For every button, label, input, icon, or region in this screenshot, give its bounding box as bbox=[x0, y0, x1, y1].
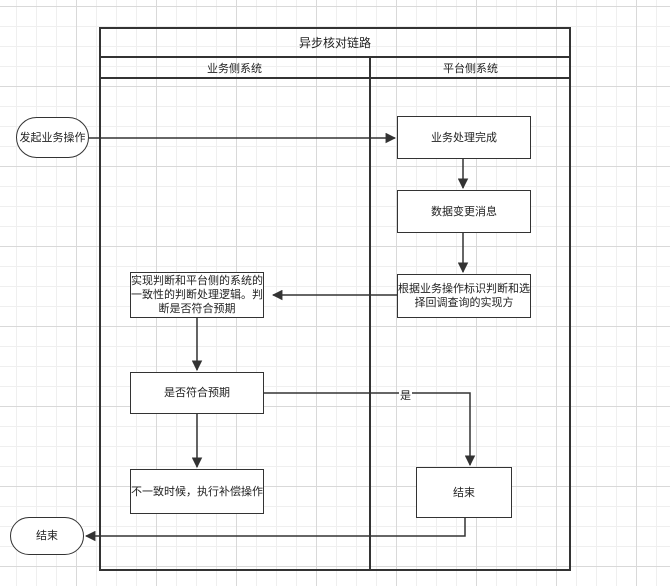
lane-header-business: 业务侧系统 bbox=[207, 62, 262, 75]
lane-divider bbox=[369, 57, 371, 571]
edge-label-yes: 是 bbox=[399, 387, 412, 403]
step-data-change-message: 数据变更消息 bbox=[397, 190, 531, 233]
check-text: 实现判断和平台侧的系统的 一致性的判断处理逻辑。判 断是否符合预期 bbox=[131, 274, 263, 315]
step-route-callback: 根据业务操作标识判断和选 择回调查询的实现方 bbox=[397, 274, 531, 318]
edge-decision-yes-to-end bbox=[264, 392, 476, 467]
pool-title: 异步核对链路 bbox=[298, 35, 371, 50]
lane-header-divider bbox=[99, 77, 571, 79]
end-business-terminal: 结束 bbox=[10, 517, 84, 555]
end-platform: 结束 bbox=[416, 467, 512, 518]
decision-as-expected: 是否符合预期 bbox=[130, 372, 264, 414]
step-business-done: 业务处理完成 bbox=[397, 116, 531, 159]
swimlane-pool bbox=[99, 27, 571, 571]
pool-title-divider bbox=[99, 56, 571, 58]
edge-end-to-business-end bbox=[84, 518, 466, 542]
lane-header-platform: 平台侧系统 bbox=[443, 62, 498, 75]
step-compensate: 不一致时候，执行补偿操作 bbox=[130, 469, 264, 514]
start-terminal: 发起业务操作 bbox=[16, 117, 89, 158]
step-consistency-check: 实现判断和平台侧的系统的 一致性的判断处理逻辑。判 断是否符合预期 bbox=[130, 272, 264, 318]
route-text: 根据业务操作标识判断和选 择回调查询的实现方 bbox=[398, 282, 530, 309]
